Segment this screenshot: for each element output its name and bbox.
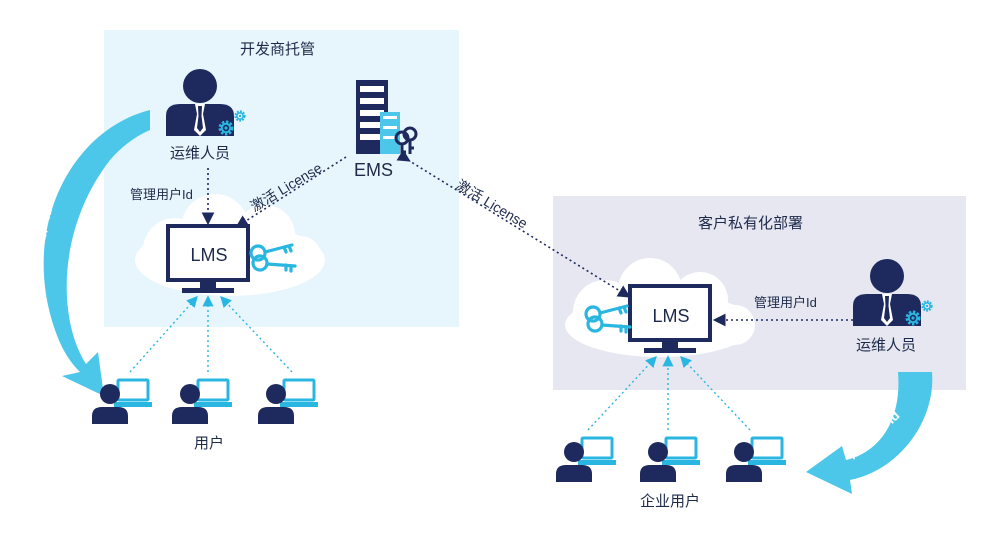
dev-ops-label: 运维人员 xyxy=(170,145,231,162)
dev-ops-person-icon xyxy=(166,69,246,136)
cust-users-label: 企业用户 xyxy=(640,493,701,510)
dev-user-link-3 xyxy=(220,295,293,373)
dev-user-icon-2 xyxy=(170,378,234,426)
cust-user-link-3 xyxy=(680,355,751,431)
cust-manage-uid-label: 管理用户Id xyxy=(754,295,817,310)
cust-ops-label: 运维人员 xyxy=(856,337,917,354)
cust-user-icon-3 xyxy=(724,436,788,484)
cust-user-icon-1 xyxy=(554,436,618,484)
dev-panel-title: 开发商托管 xyxy=(240,41,316,58)
dev-user-link-1 xyxy=(129,295,198,373)
dev-users-label: 用户 xyxy=(194,435,225,452)
cust-ops-person-icon xyxy=(853,259,933,326)
cust-lms-label: LMS xyxy=(652,306,690,326)
dev-user-icon-3 xyxy=(256,378,320,426)
dev-activate-arrow xyxy=(235,156,347,228)
cust-user-icon-2 xyxy=(638,436,702,484)
dev-lms-label: LMS xyxy=(190,245,228,265)
dev-manage-uid-label: 管理用户Id xyxy=(130,187,193,202)
ems-server-icon xyxy=(356,80,418,158)
dev-notify-arrow xyxy=(43,110,150,396)
cust-notify-arrow xyxy=(806,372,933,494)
ems-label: EMS xyxy=(354,160,394,180)
cust-user-link-1 xyxy=(587,355,657,431)
cust-panel-title: 客户私有化部署 xyxy=(698,215,804,232)
cust-activate-arrow xyxy=(396,149,631,298)
